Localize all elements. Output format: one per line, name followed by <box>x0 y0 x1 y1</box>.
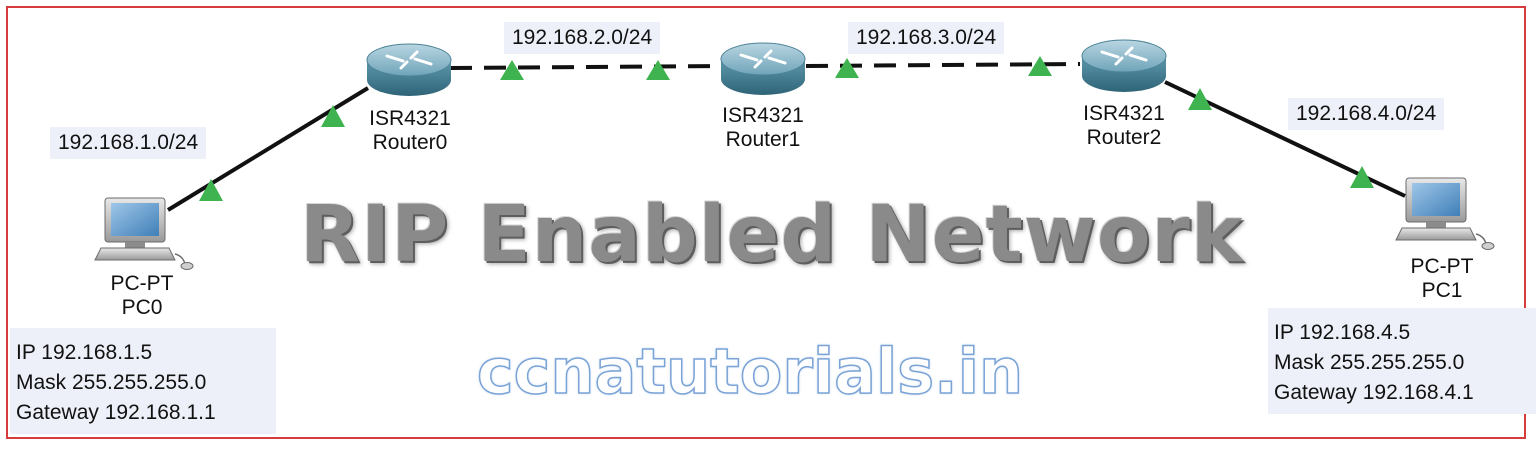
link-indicator-triangle <box>1028 56 1052 76</box>
network-label-192-168-1-0: 192.168.1.0/24 <box>50 127 207 159</box>
pc0-gateway: Gateway 192.168.1.1 <box>16 401 216 424</box>
network-label-192-168-4-0: 192.168.4.0/24 <box>1288 98 1445 130</box>
network-label-192-168-2-0: 192.168.2.0/24 <box>504 22 661 54</box>
link-indicator-triangle <box>321 105 345 127</box>
link-indicator-triangle <box>646 60 670 80</box>
pc1-mask: Mask 255.255.255.0 <box>1274 351 1465 374</box>
pc1-ip-info: IP 192.168.4.5 Mask 255.255.255.0 Gatewa… <box>1268 308 1536 414</box>
link-indicator-triangle <box>1350 166 1374 188</box>
router-icon[interactable] <box>1080 38 1168 94</box>
router2-model: ISR4321 <box>1083 102 1165 125</box>
pc1-label: PC-PT PC1 <box>1382 255 1502 303</box>
link-indicator-triangle <box>199 179 223 201</box>
pc-icon[interactable] <box>94 197 194 271</box>
link-router1-router2 <box>805 62 1081 68</box>
router-icon[interactable] <box>365 42 453 98</box>
pc1-ip: IP 192.168.4.5 <box>1274 321 1411 344</box>
pc0-model: PC-PT <box>110 272 174 295</box>
router2-label: ISR4321 Router2 <box>1059 102 1189 150</box>
pc0-name: PC0 <box>121 296 163 319</box>
pc1-model: PC-PT <box>1410 255 1474 278</box>
router-icon[interactable] <box>719 41 807 97</box>
link-router0-router1 <box>449 64 721 70</box>
site-watermark: ccnatutorials.in <box>476 334 1024 409</box>
pc0-ip: IP 192.168.1.5 <box>16 341 153 364</box>
pc1-name: PC1 <box>1421 279 1463 302</box>
router1-name: Router1 <box>725 128 801 151</box>
network-label-192-168-3-0: 192.168.3.0/24 <box>848 22 1005 54</box>
link-indicator-triangle <box>835 58 859 78</box>
pc0-ip-info: IP 192.168.1.5 Mask 255.255.255.0 Gatewa… <box>10 328 276 434</box>
pc-icon[interactable] <box>1395 177 1495 251</box>
router0-name: Router0 <box>372 131 448 154</box>
router1-label: ISR4321 Router1 <box>698 104 828 152</box>
pc1-gateway: Gateway 192.168.4.1 <box>1274 381 1474 404</box>
link-indicator-triangle <box>500 60 524 80</box>
router2-name: Router2 <box>1086 126 1162 149</box>
pc0-mask: Mask 255.255.255.0 <box>16 371 207 394</box>
diagram-title: RIP Enabled Network <box>300 190 1244 280</box>
router1-model: ISR4321 <box>722 104 804 127</box>
router0-model: ISR4321 <box>369 107 451 130</box>
pc0-label: PC-PT PC0 <box>82 272 202 320</box>
link-indicator-triangle <box>1188 88 1212 110</box>
router0-label: ISR4321 Router0 <box>345 107 475 155</box>
